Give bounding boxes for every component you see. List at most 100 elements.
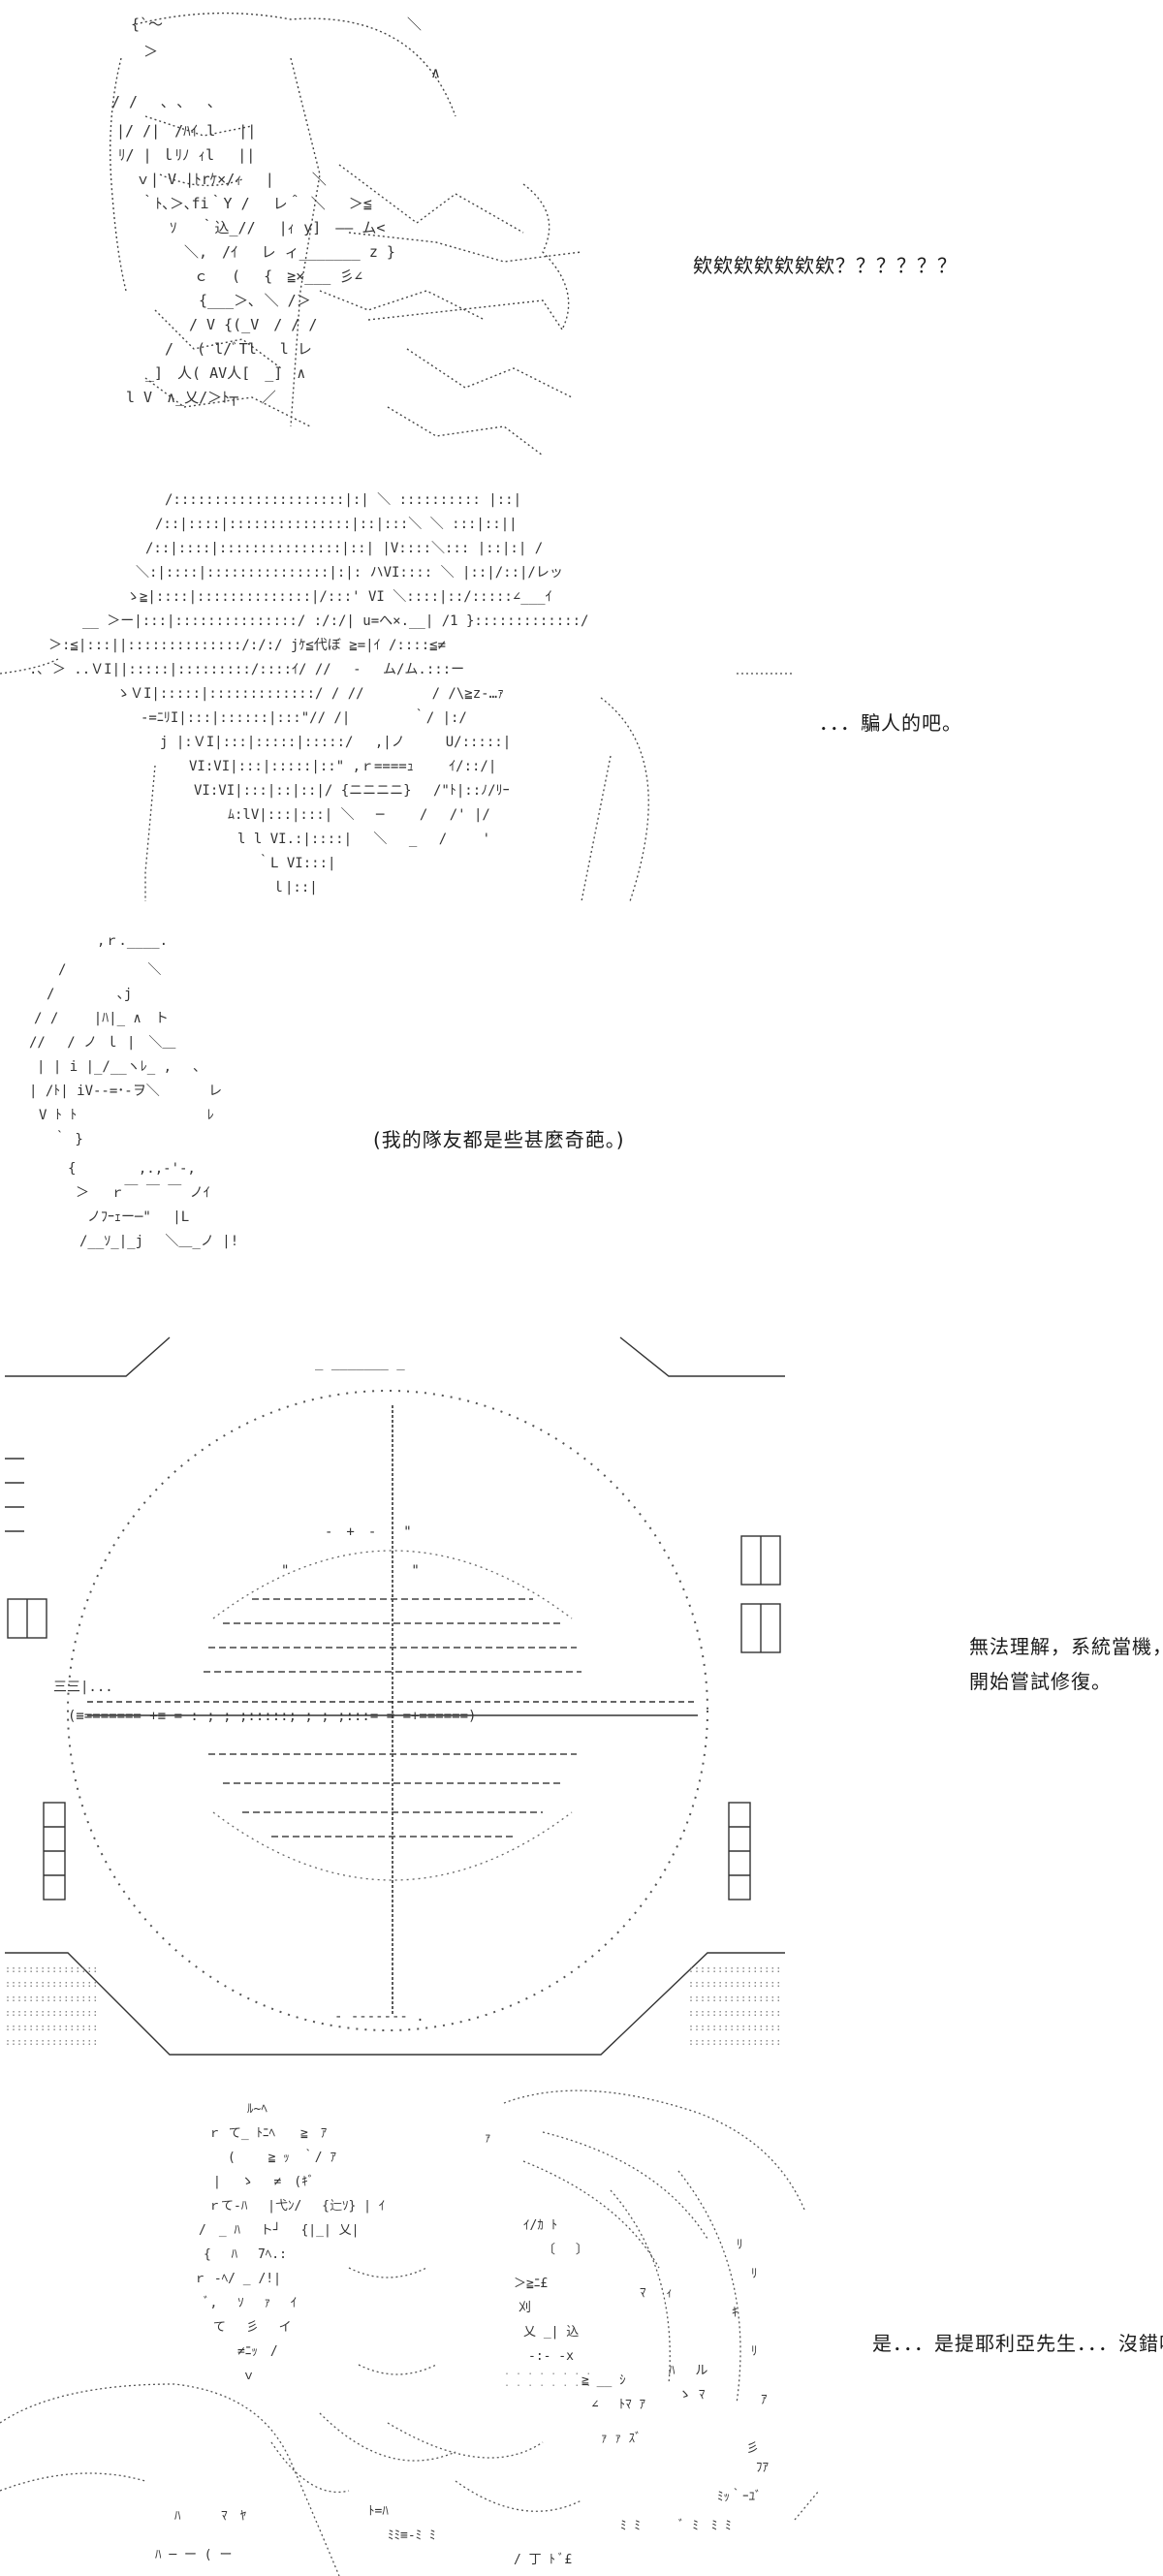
svg-text:/ ､j: / ､j <box>47 987 132 1002</box>
svg-text:ノﾌｰｪー─" |L: ノﾌｰｪー─" |L <box>87 1209 189 1225</box>
svg-text:( ≧ ｯ ｀/ ｱ: ( ≧ ｯ ｀/ ｱ <box>228 2149 336 2165</box>
svg-text:ｒて-ﾊ |弋ﾝ/ {辷ｿ} | ｲ: ｒて-ﾊ |弋ﾝ/ {辷ｿ} | ｲ <box>208 2199 385 2214</box>
svg-text:::::::::::::::::: :::::::::::::::: <box>5 2037 98 2048</box>
svg-text:{___＞､ ＼ /＞: {___＞､ ＼ /＞ <box>199 292 311 309</box>
caption-line: ．．．騙人的吧。 <box>819 711 962 735</box>
svg-text:(≡======= +≡ = : ; ; ;:::::; ;: (≡======= +≡ = : ; ; ;:::::; ; ; ;:::= =… <box>68 1709 476 1724</box>
panel-meeting: ﾙ~ﾍ ｒ て_ ﾄﾆﾍ ≧ ｱ ( ≧ ｯ ｀/ ｱ | ゝ ≠ (ｷﾞ ｒて… <box>0 2074 1163 2576</box>
svg-text:. . . . . . . .: . . . . . . . . <box>504 2367 591 2377</box>
svg-text:l V ∧_乂/＞ﾄ┬ ／: l V ∧_乂/＞ﾄ┬ ／ <box>126 389 276 406</box>
caption-shocked: ．．．騙人的吧。 <box>819 706 962 740</box>
svg-text:ﾊ ─ ー ( ー: ﾊ ─ ー ( ー <box>155 2548 232 2562</box>
svg-text:{ ,.,-'-,: { ,.,-'-, <box>68 1161 196 1177</box>
svg-text:/__ｿ_|_j ＼＿_ノ |!: /__ｿ_|_j ＼＿_ノ |! <box>79 1234 238 1249</box>
svg-text:::::::::::::::::: :::::::::::::::: <box>5 2008 98 2019</box>
svg-text:/ ( l/ﾞTl l レ: / ( l/ﾞTl l レ <box>165 340 312 358</box>
svg-text:ﾐﾐ≡-ﾐ ﾐ: ﾐﾐ≡-ﾐ ﾐ <box>388 2529 435 2543</box>
caption-confused: 欸欸欸欸欸欸欸？？？？？？ <box>693 248 958 283</box>
ascii-art-confused-character: {`～ ＼ ＞ ∧ / / ､ ､ ､ |/ /| /ﾊｲ l || ﾘ/ | … <box>110 12 582 456</box>
svg-text:,ｒ.____.: ,ｒ.____. <box>97 933 168 949</box>
svg-text:ｖ| V |ﾄrｹ×/ｨ | ＼: ｖ| V |ﾄrｹ×/ｨ | ＼ <box>136 171 327 188</box>
svg-text:∧: ∧ <box>431 64 440 81</box>
svg-text:/ 丁 ﾄ ﾞ£: / 丁 ﾄ ﾞ£ <box>514 2553 572 2567</box>
ascii-art-two-characters: ﾙ~ﾍ ｒ て_ ﾄﾆﾍ ≧ ｱ ( ≧ ｯ ｀/ ｱ | ゝ ≠ (ｷﾞ ｒて… <box>0 2089 820 2576</box>
svg-text:ｱ: ｱ <box>761 2393 768 2407</box>
svg-text:ｧ: ｧ <box>485 2131 491 2146</box>
svg-text:ｌ|::|: ｌ|::| <box>271 880 318 895</box>
svg-text:ｿ ｀込_// |ｨ y] —— ム<: ｿ ｀込_// |ｨ y] —— ム< <box>170 218 385 236</box>
svg-text:l l VI.:|::::| ＼ _ / ': l l VI.:|::::| ＼ _ / ' <box>237 832 490 847</box>
svg-text:_ _______ _: _ _______ _ <box>315 1355 405 1370</box>
svg-text:乂 _| 込: 乂 _| 込 <box>523 2325 579 2340</box>
svg-text:/::|::::|:::::::::::::::|::| |: /::|::::|:::::::::::::::|::| |V::::＼::: … <box>145 541 543 556</box>
svg-text:ﾊ ﾏ ﾔ: ﾊ ﾏ ﾔ <box>174 2509 247 2524</box>
svg-text:ﾑ:lV|:::|:::| ＼ ─ / /' |/: ﾑ:lV|:::|:::| ＼ ─ / /' |/ <box>228 807 490 823</box>
svg-text:" ": " " <box>281 1563 420 1579</box>
svg-text:.､ ＞ ..ＶI||:::::|:::::::::/::: .､ ＞ ..ＶI||:::::|:::::::::/::::ｲ/ // - ム… <box>29 662 464 677</box>
svg-text:ｒ て_ ﾄﾆﾍ ≧ ｱ: ｒ て_ ﾄﾆﾍ ≧ ｱ <box>208 2126 328 2141</box>
svg-text:〔 〕: 〔 〕 <box>543 2243 588 2257</box>
svg-text:/:::::::::::::::::::::|:| ＼ ::: /:::::::::::::::::::::|:| ＼ :::::::::: |… <box>165 492 521 508</box>
svg-text:て 彡 イ: て 彡 イ <box>213 2320 292 2335</box>
caption-lying: (我的隊友都是些甚麼奇葩。) <box>373 1122 625 1157</box>
svg-text:::::::::::::::::: :::::::::::::::: <box>5 2023 98 2033</box>
svg-text:{`～: {`～ <box>131 16 163 33</box>
svg-text:｀L VI:::|: ｀L VI:::| <box>257 854 335 871</box>
svg-text:| ゝ ≠ (ｷﾞ: | ゝ ≠ (ｷﾞ <box>213 2175 314 2189</box>
svg-text:＞:≦|:::||::::::::::::::/:/:/ j: ＞:≦|:::||::::::::::::::/:/:/ jｹ≦代ぼ ≧=|ｲ … <box>48 638 446 653</box>
svg-text:∠ ﾄﾏ ｱ: ∠ ﾄﾏ ｱ <box>591 2398 645 2412</box>
svg-text:ﾘ: ﾘ <box>737 2238 743 2252</box>
svg-text:ｖ: ｖ <box>242 2369 255 2383</box>
svg-text:VI:VI|:::|:::::|::" ,ｒ====ｭ: VI:VI|:::|:::::|::" ,ｒ====ｭ ｲ/::/| <box>189 759 496 774</box>
svg-text:｀ }: ｀ } <box>53 1130 83 1147</box>
panel-system-error: - + - " " " (≡======= +≡ = : ; ; ;:::::;… <box>0 1308 1163 2074</box>
panel-lying: ,ｒ.____. / ＼ / ､j / / |ﾊ|_ ∧ ト // / ノ ｌ … <box>0 921 1163 1308</box>
caption-meeting: 是．．．是提耶利亞先生．．．沒錯吧？ <box>872 2326 1163 2361</box>
svg-text:-:- -x: -:- -x <box>528 2349 574 2364</box>
caption-line: (我的隊友都是些甚麼奇葩。) <box>373 1128 625 1151</box>
svg-text:/ / ､ ､ ､: / / ､ ､ ､ <box>111 93 215 110</box>
svg-text:::::::::::::::::: :::::::::::::::: <box>688 1964 781 1975</box>
svg-text:ﾏ ｨ: ﾏ ｨ <box>640 2286 673 2301</box>
svg-text:- ------- .: - ------- . <box>334 2009 424 2025</box>
caption-line: 無法理解，系統當機， <box>969 1635 1163 1658</box>
svg-text:ﾊ ル: ﾊ ル <box>669 2364 707 2378</box>
svg-text:::::::::::::::::: :::::::::::::::: <box>5 1964 98 1975</box>
caption-line: 開始嘗試修復。 <box>969 1670 1112 1693</box>
svg-text:/ _ ﾊ ト┘ {|_| 乂|: / _ ﾊ ト┘ {|_| 乂| <box>199 2221 359 2238</box>
svg-text:{ ﾊ 7ﾍ.:: { ﾊ 7ﾍ.: <box>204 2247 287 2262</box>
svg-text:::::::::::::::::: :::::::::::::::: <box>688 1979 781 1990</box>
svg-text:/ / |ﾊ|_ ∧ ト: / / |ﾊ|_ ∧ ト <box>34 1011 169 1026</box>
svg-text:ﾘ: ﾘ <box>751 2267 758 2281</box>
svg-text:＞ ｒ￣ ￣ ￣ ノｲ: ＞ ｒ￣ ￣ ￣ ノｲ <box>76 1185 210 1201</box>
svg-text:| /ﾄ| iV--=･-ヲ＼ レ: | /ﾄ| iV--=･-ヲ＼ レ <box>29 1084 222 1099</box>
svg-text:ゝ≧|::::|::::::::::::::|/:::' V: ゝ≧|::::|::::::::::::::|/:::' VI ＼::::|::… <box>126 589 552 605</box>
svg-text:::::::::::::::::: :::::::::::::::: <box>688 2023 781 2033</box>
svg-text:- + - ": - + - " <box>325 1524 412 1540</box>
svg-text:ｒ -ﾍ/ _ /!|: ｒ -ﾍ/ _ /!| <box>194 2272 281 2286</box>
svg-text:VI:VI|:::|::|::|/ {ニニニニ} /"ﾄ: VI:VI|:::|::|::|/ {ニニニニ} /"ﾄ|::ﾉ/ﾘｰ <box>194 783 510 799</box>
svg-text:ｷ: ｷ <box>732 2306 739 2320</box>
svg-text:ﾘ/ | ｌﾘﾉ ｨl ||: ﾘ/ | ｌﾘﾉ ｨl || <box>118 146 255 164</box>
svg-text:__ ＞ー|:::|:::::::::::::::/ :/:: __ ＞ー|:::|:::::::::::::::/ :/:/| u=へ×.__… <box>82 613 588 629</box>
caption-line: 欸欸欸欸欸欸欸？？？？？？ <box>693 254 958 277</box>
ascii-art-shocked-character: /:::::::::::::::::::::|:| ＼ :::::::::: |… <box>0 492 795 902</box>
svg-text:≧ __ ｼ: ≧ __ ｼ <box>582 2373 626 2388</box>
svg-text:/::|::::|:::::::::::::::|::|::: /::|::::|:::::::::::::::|::|:::＼ ＼ :::|:… <box>155 517 518 532</box>
svg-text:＼: ＼ <box>407 16 422 33</box>
svg-text:// / ノ ｌ | ＼＿: // / ノ ｌ | ＼＿ <box>29 1035 175 1051</box>
svg-text:::::::::::::::::: :::::::::::::::: <box>688 2008 781 2019</box>
ascii-art-scope-display: - + - " " " (≡======= +≡ = : ; ; ;:::::;… <box>5 1336 785 2056</box>
svg-text:ﾘ: ﾘ <box>751 2344 758 2359</box>
svg-text:::::::::::::::::: :::::::::::::::: <box>688 1994 781 2004</box>
svg-text:ゝ ﾏ: ゝ ﾏ <box>678 2388 706 2403</box>
svg-text:彡: 彡 <box>746 2441 759 2456</box>
svg-text:＼, /ｲ レ ィ_______ z }: ＼, /ｲ レ ィ_______ z } <box>184 243 395 261</box>
svg-text:＞≧ﾆ£: ＞≧ﾆ£ <box>514 2277 548 2291</box>
svg-text:|/ /| /ﾊｲ l ||: |/ /| /ﾊｲ l || <box>116 122 256 140</box>
svg-text:ﾞ ﾐ ﾐ ﾐ: ﾞ ﾐ ﾐ ﾐ <box>678 2519 732 2533</box>
svg-text:ﾐｯ｀ｰﾕﾞ: ﾐｯ｀ｰﾕﾞ <box>717 2488 762 2504</box>
svg-text:::::::::::::::::: :::::::::::::::: <box>5 1994 98 2004</box>
svg-text:/ ＼: / ＼ <box>58 962 161 978</box>
svg-text:ｃ ( { ≧×___ 彡∠: ｃ ( { ≧×___ 彡∠ <box>194 267 362 285</box>
